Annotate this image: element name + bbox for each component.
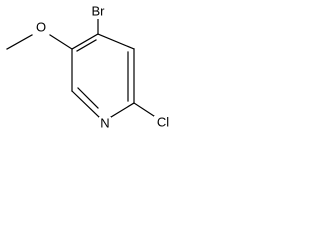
bond-o-ch3 — [6, 34, 33, 50]
o-label-bg — [35, 21, 47, 35]
bond-c4-c5 — [71, 33, 99, 50]
bond-n1-c2 — [110, 102, 135, 118]
bond-c6-n1-double — [77, 87, 99, 109]
bond-c4-c5-double — [76, 39, 97, 52]
n-label-bg — [99, 117, 111, 131]
cl-label-bg — [154, 116, 171, 130]
nitrogen-label: N — [100, 115, 109, 130]
br-label-bg — [89, 5, 108, 19]
bromine-label: Br — [92, 3, 106, 18]
chemical-structure: Br O N Cl — [0, 0, 188, 137]
structure-svg: Br O N Cl — [6, 3, 171, 131]
bond-c6-n1-single — [71, 90, 100, 118]
chlorine-label: Cl — [157, 114, 169, 129]
bond-c2-cl — [133, 102, 155, 117]
bond-c3-c4 — [97, 33, 135, 50]
bond-c5-o — [49, 34, 73, 50]
oxygen-label: O — [36, 19, 46, 34]
